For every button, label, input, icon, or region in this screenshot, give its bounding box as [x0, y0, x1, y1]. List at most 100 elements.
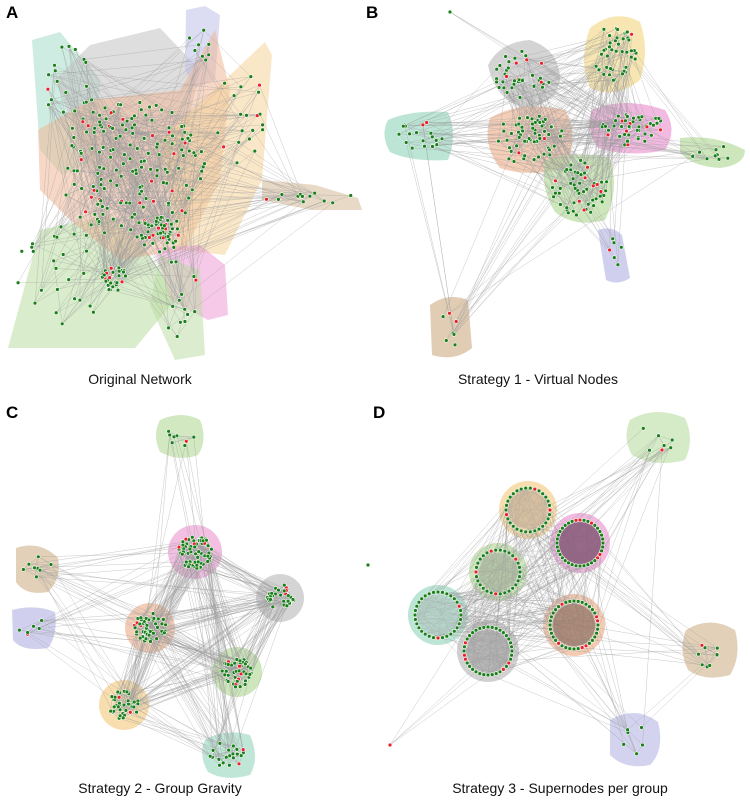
network-node: [175, 334, 180, 339]
network-node: [224, 668, 229, 674]
network-node: [237, 658, 243, 664]
network-node: [159, 621, 165, 627]
network-node: [504, 74, 509, 79]
network-edge: [525, 55, 640, 131]
network-node: [625, 29, 630, 35]
network-node: [520, 128, 525, 134]
network-edge: [541, 63, 632, 124]
network-node: [195, 555, 200, 560]
network-node: [537, 120, 542, 125]
network-edge: [404, 125, 455, 335]
network-node: [504, 633, 509, 638]
network-node: [427, 591, 432, 596]
network-node: [162, 246, 168, 251]
network-node: [549, 614, 554, 619]
network-node: [278, 592, 283, 598]
network-edge: [17, 131, 104, 283]
network-node: [196, 549, 201, 554]
network-edge: [167, 86, 242, 173]
network-edge: [36, 576, 148, 635]
network-node: [281, 598, 286, 604]
network-node: [553, 190, 558, 196]
network-edge: [192, 564, 291, 598]
network-edge: [41, 620, 152, 641]
network-node: [199, 149, 204, 154]
network-node: [102, 186, 107, 191]
network-node: [712, 153, 718, 159]
network-node: [116, 695, 122, 700]
group-hull: [430, 296, 472, 358]
network-node: [416, 599, 422, 605]
network-node: [605, 53, 610, 59]
network-edge: [229, 601, 289, 766]
network-edge: [119, 663, 225, 698]
network-edge: [83, 44, 199, 60]
network-node: [72, 182, 77, 187]
network-node: [243, 671, 249, 676]
panel-a-label: A: [6, 3, 18, 22]
network-edge: [570, 80, 614, 184]
network-edge: [548, 135, 652, 149]
network-edge: [131, 118, 165, 226]
network-edge: [167, 83, 225, 237]
network-edge: [416, 132, 700, 153]
network-node: [119, 279, 125, 284]
network-edge: [47, 104, 112, 269]
network-edge: [539, 135, 575, 203]
network-node: [600, 536, 605, 542]
network-edge: [149, 589, 288, 636]
network-node: [186, 564, 191, 569]
network-node: [200, 538, 206, 543]
network-edge: [704, 647, 710, 666]
network-edge: [39, 543, 184, 571]
network-edge: [37, 567, 147, 619]
network-node: [589, 560, 594, 566]
network-edge: [627, 140, 694, 156]
network-node: [97, 119, 102, 125]
network-edge: [539, 66, 597, 117]
network-edge: [113, 665, 242, 701]
network-edge: [79, 126, 110, 218]
network-node: [100, 145, 106, 150]
network-node: [170, 210, 175, 215]
network-node: [134, 234, 140, 240]
network-node: [75, 168, 80, 174]
network-edge: [165, 115, 258, 170]
network-node: [137, 185, 143, 190]
network-edge: [19, 629, 250, 675]
network-node: [595, 555, 600, 560]
network-node: [592, 634, 597, 640]
network-node: [179, 124, 184, 129]
network-node: [236, 140, 241, 145]
network-edge: [33, 562, 193, 627]
network-edge: [28, 538, 206, 565]
network-edge: [449, 156, 693, 314]
network-node: [260, 127, 265, 132]
network-node: [117, 133, 123, 139]
network-node: [217, 741, 223, 746]
network-node: [644, 124, 650, 130]
network-node: [114, 280, 120, 285]
network-node: [530, 73, 535, 78]
network-node: [669, 437, 675, 443]
network-node: [551, 194, 556, 200]
network-node: [569, 519, 575, 524]
network-node: [132, 212, 137, 217]
network-node: [581, 207, 587, 213]
network-node: [238, 112, 243, 117]
network-edge: [555, 192, 610, 251]
network-node: [582, 175, 588, 181]
network-edge: [511, 612, 554, 656]
network-edge: [125, 666, 240, 711]
network-node: [101, 166, 107, 171]
network-edge: [208, 54, 242, 87]
network-node: [601, 48, 607, 53]
network-node: [661, 443, 667, 448]
network-edge: [81, 147, 103, 160]
network-node: [513, 556, 518, 562]
network-node: [166, 201, 171, 206]
network-node: [581, 189, 586, 194]
network-node: [187, 148, 192, 154]
network-node: [585, 165, 590, 170]
network-edge: [150, 556, 211, 641]
